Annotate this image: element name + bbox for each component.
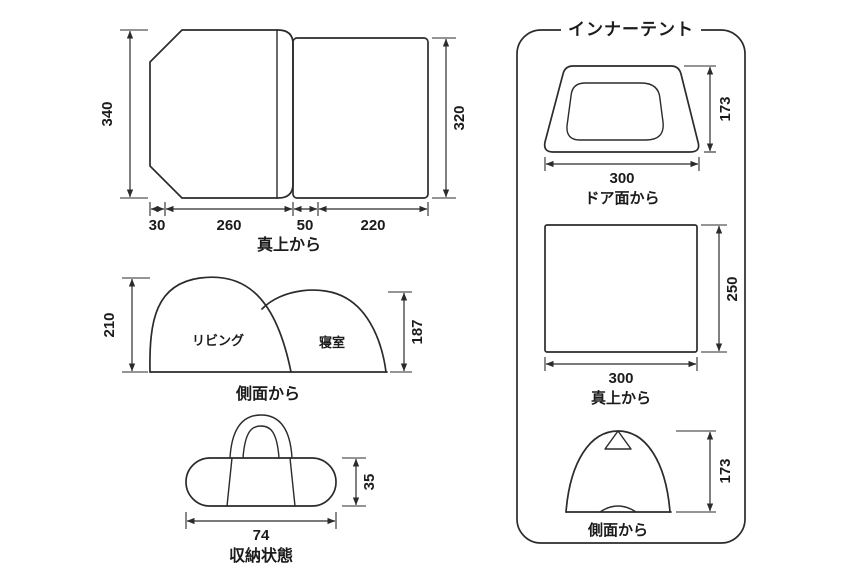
dim-74: 74 — [253, 527, 270, 544]
inner-tent-panel: インナーテント 173 300 ドア面から 250 300 — [516, 18, 746, 544]
dim-260: 260 — [216, 217, 241, 234]
caption-side-view: 側面から — [235, 384, 300, 403]
dim-50: 50 — [297, 217, 314, 234]
dim-30: 30 — [149, 217, 166, 234]
dim-door-173: 173 — [717, 96, 734, 121]
base-arc — [599, 505, 637, 513]
caption-inner-top-view: 真上から — [591, 389, 651, 407]
bag-handle-inner — [242, 425, 280, 459]
caption-door-view: ドア面から — [584, 190, 659, 207]
inner-side-view: 173 側面から — [565, 430, 734, 539]
dim-340: 340 — [99, 101, 116, 126]
dim-220: 220 — [360, 217, 385, 234]
dim-top-300: 300 — [608, 370, 633, 387]
door-opening-outline — [566, 82, 664, 141]
bag-seam-right — [289, 457, 296, 507]
dim-187: 187 — [409, 319, 426, 344]
title-mask — [561, 18, 701, 40]
label-living: リビング — [192, 333, 244, 348]
caption-storage: 収納状態 — [229, 546, 293, 565]
dim-210: 210 — [101, 312, 118, 337]
dim-320: 320 — [451, 105, 468, 130]
inner-floor-outline — [544, 224, 698, 353]
dim-side-173: 173 — [717, 458, 734, 483]
storage-view: 35 74 収納状態 — [185, 414, 378, 565]
vent-triangle — [604, 430, 632, 450]
floorplan-bedroom-outline — [292, 37, 429, 199]
dim-35: 35 — [361, 474, 378, 491]
bag-seam-left — [226, 457, 233, 507]
inner-tent-title: インナーテント — [568, 20, 694, 39]
bag-handle-outer — [229, 414, 293, 459]
label-bedroom: 寝室 — [319, 335, 345, 350]
caption-top-view: 真上から — [257, 235, 321, 254]
floorplan-living-outline — [149, 29, 294, 199]
inner-dome-outline — [565, 430, 671, 513]
living-dome-outline — [149, 276, 292, 373]
inner-door-view: 173 300 ドア面から — [543, 65, 734, 207]
main-side-view: リビング 寝室 210 187 側面から — [101, 276, 426, 403]
door-face-outline — [543, 65, 700, 153]
inner-tent-border — [516, 29, 746, 544]
bedroom-dome-outline — [261, 289, 387, 373]
main-top-view: 340 320 30 260 50 220 真上から — [99, 29, 468, 254]
caption-inner-side-view: 側面から — [587, 521, 648, 539]
inner-top-view: 250 300 真上から — [544, 224, 741, 407]
dim-door-300: 300 — [609, 170, 634, 187]
dim-250: 250 — [724, 276, 741, 301]
storage-bag-outline — [185, 457, 337, 507]
